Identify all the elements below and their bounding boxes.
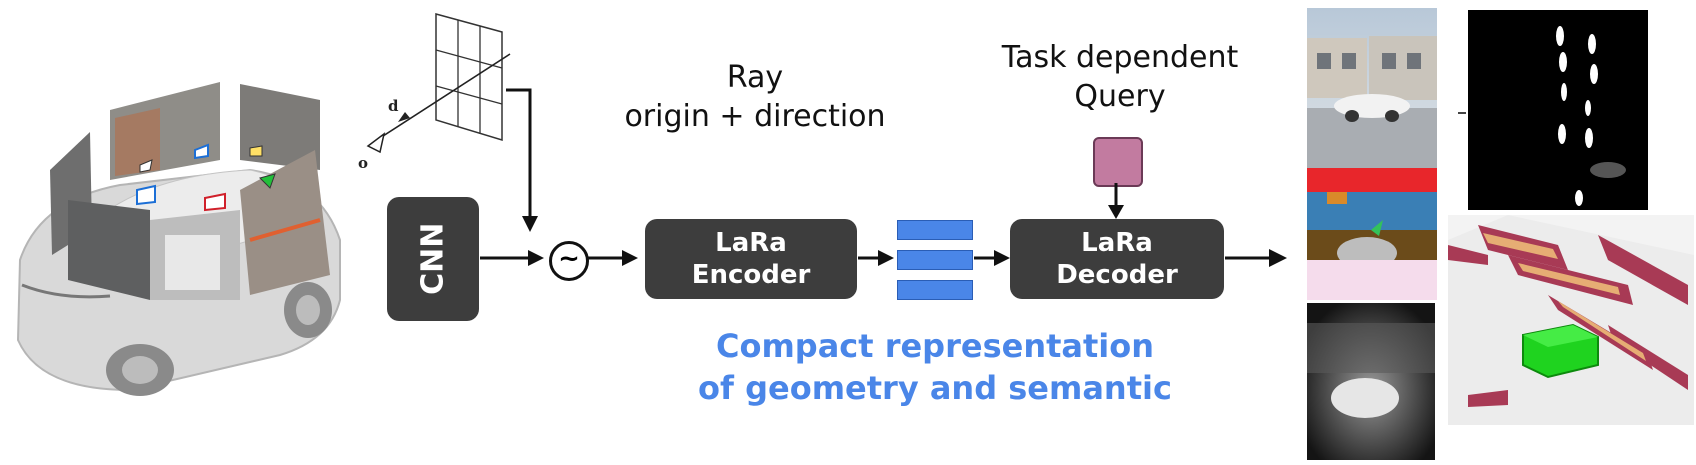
- query-to-decoder-arrow: [1108, 183, 1124, 219]
- fourier-encoding-node: ~: [549, 241, 589, 281]
- ray-to-encoding-arrow: [506, 88, 538, 232]
- image-plane-grid: [435, 13, 503, 142]
- query-label: Task dependent Query: [1001, 40, 1239, 114]
- ray-arrowhead: [398, 112, 410, 122]
- cnn-label: CNN: [415, 222, 451, 296]
- cnn-box: CNN: [387, 197, 479, 321]
- representation-caption: Compact representation of geometry and s…: [698, 327, 1172, 407]
- latent-token: [897, 250, 973, 270]
- output-rgb-render: [1307, 8, 1437, 168]
- origin-symbol: o: [358, 154, 368, 170]
- ray-line: [379, 53, 511, 139]
- lara-decoder-box: LaRa Decoder: [1010, 219, 1224, 299]
- encoder-to-latent-arrow: [858, 250, 894, 266]
- encoding-to-encoder-arrow: [588, 250, 638, 266]
- ray-label: Ray origin + direction: [624, 60, 886, 134]
- output-semantic-map: [1307, 168, 1437, 300]
- latent-token: [897, 220, 973, 240]
- fourier-symbol: ~: [558, 244, 580, 274]
- output-tick-mark: [1458, 112, 1466, 114]
- output-depth-map: [1307, 303, 1435, 460]
- latent-to-decoder-arrow: [974, 250, 1010, 266]
- cnn-to-encoding-arrow: [480, 250, 544, 266]
- latent-token: [897, 280, 973, 300]
- direction-symbol: d: [388, 97, 399, 115]
- camera-markers: [136, 143, 276, 212]
- output-3d-voxels: [1448, 215, 1694, 425]
- ray-diagram: d o: [358, 13, 511, 170]
- decoder-to-outputs-arrow: [1225, 249, 1287, 267]
- output-bev-occupancy: [1468, 10, 1648, 210]
- query-token: [1093, 137, 1143, 187]
- input-car-with-cameras: [16, 82, 341, 396]
- lara-encoder-box: LaRa Encoder: [645, 219, 857, 299]
- latent-representation: [897, 220, 973, 300]
- camera-origin-icon: [366, 132, 386, 154]
